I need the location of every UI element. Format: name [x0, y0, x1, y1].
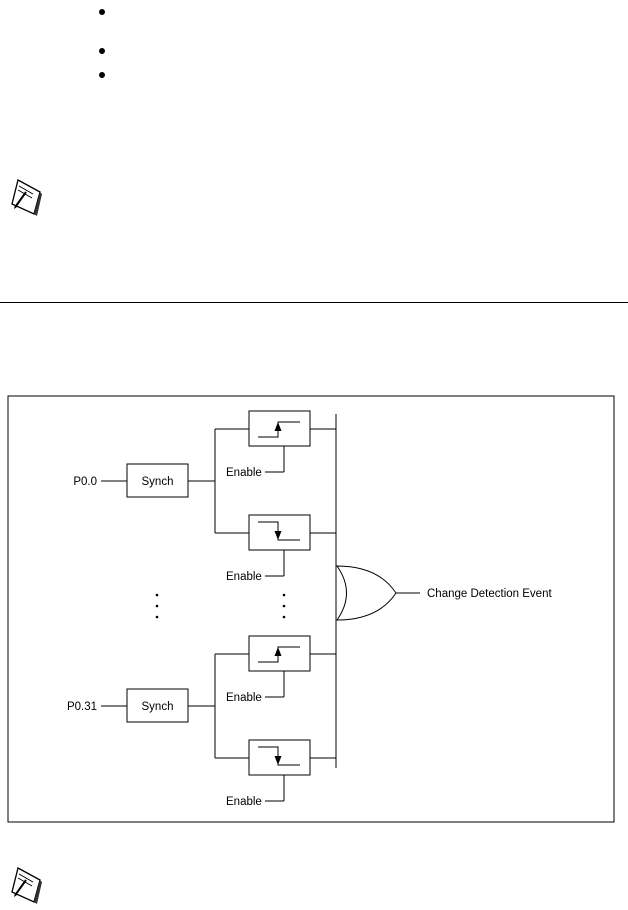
enable-label-2: Enable [226, 571, 262, 583]
synch-label-2: Synch [142, 701, 174, 713]
figure-frame [7, 395, 615, 823]
input-label-p0-31: P0.31 [67, 701, 97, 713]
synch-block-1 [126, 463, 189, 498]
section-divider [0, 302, 628, 303]
bullet-3 [99, 72, 105, 78]
output-label: Change Detection Event [427, 588, 552, 600]
input-label-p0-0: P0.0 [73, 476, 97, 488]
note-icon [11, 867, 42, 904]
or-gate [336, 565, 397, 621]
bullet-2 [99, 48, 105, 54]
enable-label-1: Enable [226, 467, 262, 479]
note-icon [11, 179, 42, 216]
enable-label-3: Enable [226, 692, 262, 704]
bullet-1 [99, 9, 105, 15]
synch-label-1: Synch [142, 476, 174, 488]
enable-label-4: Enable [226, 796, 262, 808]
